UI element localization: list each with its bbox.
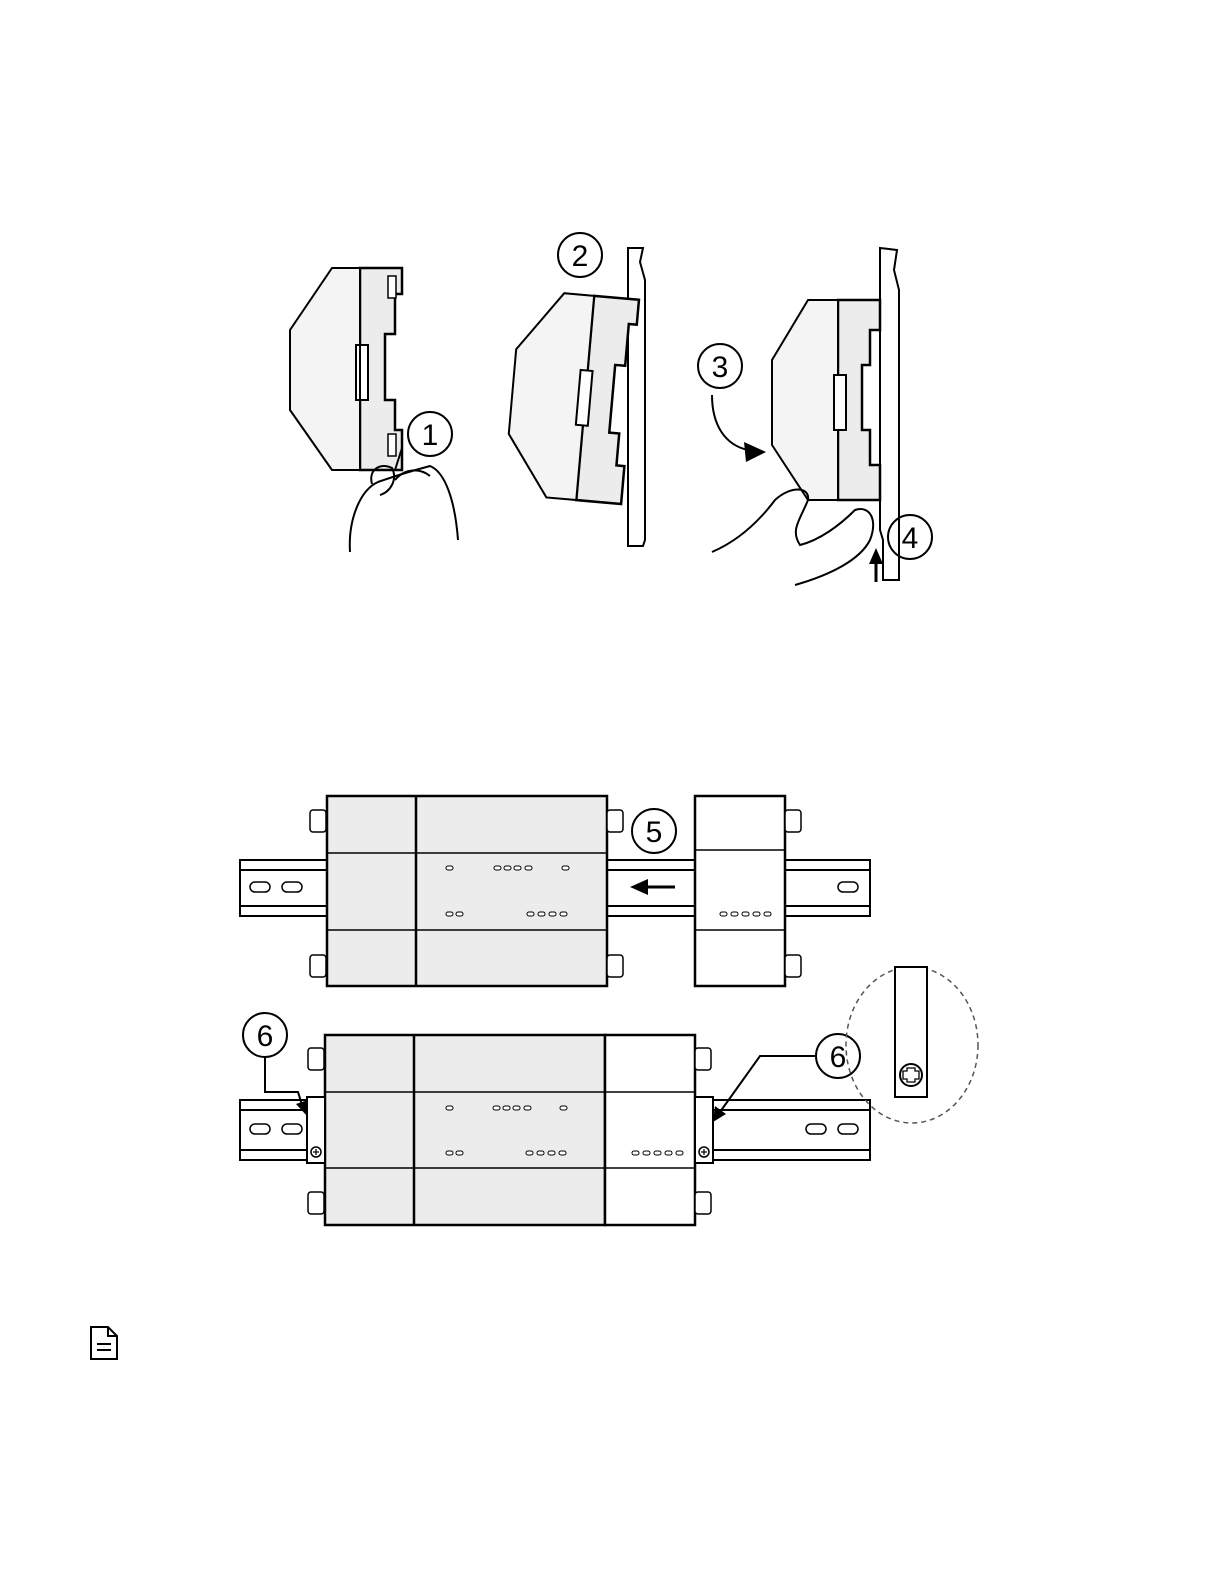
module-side-view-2: [504, 289, 639, 504]
svg-text:1: 1: [422, 419, 439, 452]
extension-module-upper: [695, 796, 801, 986]
rotate-arrow-icon: [712, 395, 766, 462]
document-note-icon: [88, 1325, 120, 1361]
step-2-marker: 2: [558, 233, 602, 277]
svg-text:4: 4: [902, 522, 919, 555]
up-arrow-icon: [869, 548, 883, 582]
hand-illustration-3: [712, 490, 873, 586]
step-4-marker: 4: [888, 515, 932, 559]
controller-module-upper: [310, 796, 623, 986]
module-side-view-1: [290, 268, 402, 470]
assembled-controller-lower: [308, 1035, 711, 1225]
svg-text:2: 2: [572, 240, 589, 273]
module-side-view-3: [772, 300, 880, 500]
step-1-marker: 1: [408, 412, 452, 456]
svg-text:6: 6: [830, 1041, 847, 1074]
end-stop-left: [307, 1097, 325, 1163]
svg-text:5: 5: [646, 816, 663, 849]
step-3-marker: 3: [698, 344, 742, 388]
mounting-panel-2: [628, 248, 645, 546]
svg-text:6: 6: [257, 1020, 274, 1053]
svg-text:3: 3: [712, 351, 729, 384]
end-stop-detail-callout: [846, 967, 978, 1123]
end-stop-right: [695, 1097, 713, 1163]
step-5-marker: 5: [632, 809, 676, 853]
